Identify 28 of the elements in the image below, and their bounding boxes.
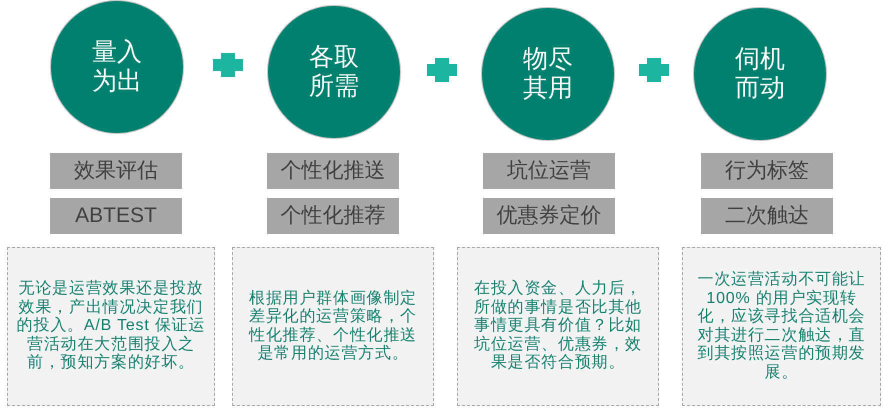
tag-box xyxy=(701,198,833,234)
note-box xyxy=(7,247,215,406)
tag-text: 坑位运营 xyxy=(507,158,591,184)
principle-title: 物尽其用 xyxy=(522,45,574,103)
tag-text: 行为标签 xyxy=(725,158,809,184)
tag-text: 优惠券定价 xyxy=(496,203,602,229)
note-text: 一次运营活动不可能让100% 的用户实现转化，应该寻找合适机会对其进行二次触达，直到其按照运营的预期发展。 xyxy=(696,271,866,382)
tag-box xyxy=(267,198,399,234)
note-box xyxy=(457,247,659,406)
tag-box xyxy=(483,198,615,234)
tag-box xyxy=(483,153,615,189)
tag-text: 个性化推荐 xyxy=(280,203,386,229)
tag-box xyxy=(50,198,182,234)
note-box xyxy=(682,247,881,406)
tag-text: 效果评估 xyxy=(74,158,158,184)
note-text: 无论是运营效果还是投放效果，产出情况决定我们的投入。A/B Test 保证运营活动在大范围投入之前，预知方案的好坏。 xyxy=(16,280,206,373)
principle-title: 各取所需 xyxy=(308,43,360,101)
tag-text: ABTEST xyxy=(75,203,157,229)
principle-title: 量入为出 xyxy=(91,38,143,96)
tag-text: 个性化推送 xyxy=(280,158,386,184)
note-text: 在投入资金、人力后，所做的事情是否比其他事情更具有价值？比如坑位运营、优惠券，效果是否符合预期。 xyxy=(473,280,643,373)
note-box xyxy=(232,247,434,406)
note-text: 根据用户群体画像制定差异化的运营策略，个性化推荐、个性化推送是常用的运营方式。 xyxy=(248,290,418,364)
tag-box xyxy=(50,153,182,189)
principle-title: 伺机而动 xyxy=(734,45,786,103)
tag-box xyxy=(701,153,833,189)
tag-box xyxy=(267,153,399,189)
tag-text: 二次触达 xyxy=(725,203,809,229)
